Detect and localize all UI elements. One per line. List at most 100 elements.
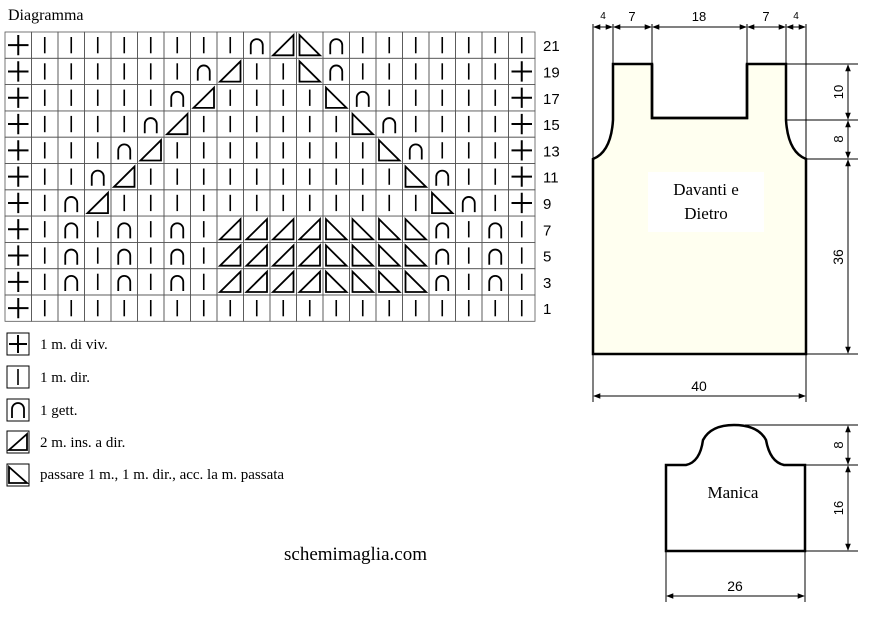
- chart-cell: [269, 136, 297, 164]
- chart-cell: [269, 163, 297, 191]
- chart-cell: [402, 136, 430, 164]
- chart-cell: [428, 57, 456, 85]
- chart-cell: [375, 241, 403, 270]
- chart-cell: [190, 136, 218, 164]
- chart-cell: [428, 110, 456, 138]
- chart-cell: [31, 136, 59, 164]
- chart-cell: [110, 294, 138, 322]
- k2tog-icon: [297, 216, 321, 241]
- chart-cell: [322, 241, 350, 270]
- edge-stitch-icon: [511, 166, 532, 187]
- chart-cell: [375, 84, 403, 112]
- k2tog-icon: [270, 32, 295, 57]
- chart-cell: [57, 189, 85, 217]
- yarn-over-icon: [64, 274, 79, 291]
- k2tog-icon: [217, 269, 242, 293]
- chart-cell: [31, 84, 59, 112]
- yarn-over-icon: [64, 248, 79, 265]
- chart-cell: [243, 189, 271, 217]
- body-label-line2: Dietro: [684, 204, 727, 223]
- skpo-icon: [325, 216, 349, 241]
- k2tog-icon: [270, 216, 295, 241]
- chart-cell: [243, 84, 271, 112]
- chart-cell: [402, 110, 430, 138]
- legend-label-skpo: passare 1 m., 1 m. dir., acc. la m. pass…: [40, 467, 284, 483]
- chart-cell: [508, 31, 536, 59]
- chart-cell: [137, 110, 165, 138]
- dim-neck-depth: 10: [831, 85, 846, 99]
- stitch-chart: [4, 31, 536, 322]
- edge-stitch-icon: [8, 219, 29, 240]
- chart-cell: [216, 31, 244, 59]
- chart-cell: [296, 110, 324, 138]
- row-number: 15: [543, 117, 560, 134]
- edge-stitch-icon: [8, 245, 29, 266]
- edge-stitch-icon: [8, 87, 29, 108]
- chart-cell: [349, 294, 377, 322]
- edge-stitch-icon: [511, 61, 532, 82]
- chart-cell: [216, 163, 244, 191]
- chart-cell: [428, 268, 456, 296]
- row-number: 7: [543, 222, 551, 239]
- row-number: 3: [543, 275, 551, 292]
- chart-cell: [84, 110, 112, 138]
- chart-cell: [375, 110, 403, 138]
- chart-cell: [375, 31, 403, 59]
- skpo-icon: [351, 111, 376, 136]
- legend-label-yarn-over: 1 gett.: [40, 403, 78, 419]
- chart-cell: [190, 268, 218, 296]
- chart-cell: [481, 294, 509, 322]
- chart-cell: [296, 241, 324, 270]
- k2tog-icon: [111, 164, 136, 188]
- dimension-labels: 4 7 18 7 4 40 26 10 8 36 8 16: [600, 9, 846, 594]
- chart-cell: [163, 268, 191, 296]
- skpo-icon: [404, 216, 429, 241]
- chart-cell: [216, 215, 244, 243]
- edge-stitch-icon: [8, 35, 29, 56]
- chart-cell: [31, 163, 59, 191]
- diagram-title: Diagramma: [8, 7, 84, 24]
- chart-cell: [349, 241, 377, 270]
- chart-cell: [481, 31, 509, 59]
- chart-cell: [508, 163, 536, 191]
- chart-cell: [349, 84, 377, 112]
- chart-cell: [4, 57, 32, 85]
- skpo-icon: [404, 164, 429, 188]
- chart-cell: [216, 110, 244, 138]
- yarn-over-icon: [64, 196, 79, 213]
- chart-cell: [84, 189, 112, 217]
- chart-cell: [31, 189, 59, 217]
- yarn-over-icon: [329, 38, 344, 55]
- chart-cell: [31, 294, 59, 322]
- skpo-icon: [378, 216, 402, 241]
- edge-stitch-icon: [8, 271, 29, 292]
- chart-cell: [402, 189, 430, 217]
- chart-cell: [508, 110, 536, 138]
- yarn-over-icon: [488, 274, 503, 291]
- edge-stitch-icon: [511, 113, 532, 135]
- chart-cell: [163, 163, 191, 191]
- chart-cell: [428, 163, 456, 191]
- chart-cell: [57, 294, 85, 322]
- chart-cell: [190, 110, 218, 138]
- chart-cell: [349, 215, 377, 243]
- yarn-over-icon: [435, 169, 450, 186]
- yarn-over-icon: [488, 248, 503, 265]
- chart-cell: [216, 268, 244, 296]
- chart-cell: [269, 110, 297, 138]
- row-number: 17: [543, 91, 560, 108]
- chart-cell: [190, 215, 218, 243]
- chart-cell: [243, 215, 271, 243]
- chart-cell: [84, 84, 112, 112]
- k2tog-icon: [244, 269, 268, 293]
- skpo-icon: [325, 269, 349, 293]
- dim-top-shoulder-right: 4: [793, 11, 799, 22]
- chart-cell: [31, 241, 59, 270]
- row-number: 1: [543, 301, 551, 318]
- k2tog-icon: [6, 431, 28, 451]
- chart-cell: [110, 215, 138, 243]
- chart-cell: [322, 110, 350, 138]
- legend-item-k2tog: 2 m. ins. a dir.: [6, 430, 125, 454]
- sleeve-label: Manica: [708, 483, 759, 502]
- legend-label-edge: 1 m. di viv.: [40, 337, 108, 353]
